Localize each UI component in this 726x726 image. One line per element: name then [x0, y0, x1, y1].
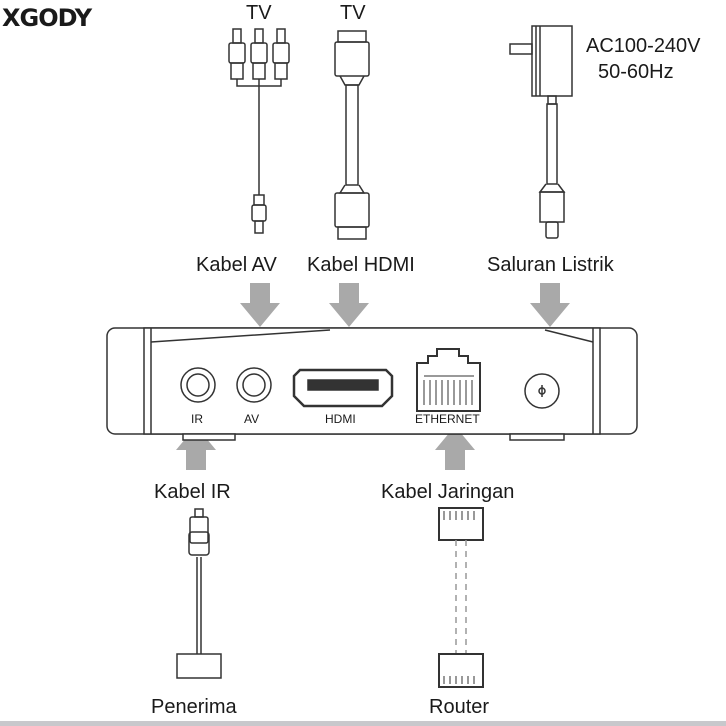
ir-port-icon: [180, 367, 216, 403]
tv-label-hdmi: TV: [340, 2, 366, 24]
arrow-power: [530, 283, 570, 327]
av-cable-icon: [228, 28, 290, 234]
power-spec-voltage: AC100-240V: [586, 35, 701, 57]
ethernet-port-icon: [416, 348, 481, 412]
hdmi-cable-icon: [334, 30, 370, 240]
tv-label-av: TV: [246, 2, 272, 24]
label-ir-cable: Kabel IR: [154, 481, 231, 503]
bottom-divider: [0, 721, 726, 726]
label-power-line: Saluran Listrik: [487, 254, 614, 276]
label-network-cable: Kabel Jaringan: [381, 481, 515, 503]
label-receiver: Penerima: [151, 696, 237, 718]
arrow-network: [435, 426, 475, 470]
hdmi-port-icon: [292, 368, 394, 408]
label-hdmi-cable: Kabel HDMI: [307, 254, 415, 276]
rca-plug-middle: [250, 28, 268, 80]
power-adapter-icon: [509, 25, 573, 239]
rca-plug-right: [272, 28, 290, 80]
arrow-hdmi: [329, 283, 369, 327]
power-spec-frequency: 50-60Hz: [598, 61, 674, 83]
label-router: Router: [429, 696, 490, 718]
port-label-ir: IR: [191, 412, 203, 426]
arrow-ir: [176, 426, 216, 470]
label-av-cable: Kabel AV: [196, 254, 277, 276]
port-label-ethernet: ETHERNET: [415, 412, 480, 426]
brand-logo: XGODY: [2, 4, 92, 32]
power-port-icon: [524, 373, 560, 409]
ir-cable-icon: [176, 508, 222, 679]
arrow-av: [240, 283, 280, 327]
rca-plug-left: [228, 28, 246, 80]
av-port-icon: [236, 367, 272, 403]
port-label-av: AV: [244, 412, 260, 426]
tv-box-back-panel: [106, 327, 638, 441]
network-cable-icon: [438, 507, 484, 688]
port-label-hdmi: HDMI: [325, 412, 356, 426]
